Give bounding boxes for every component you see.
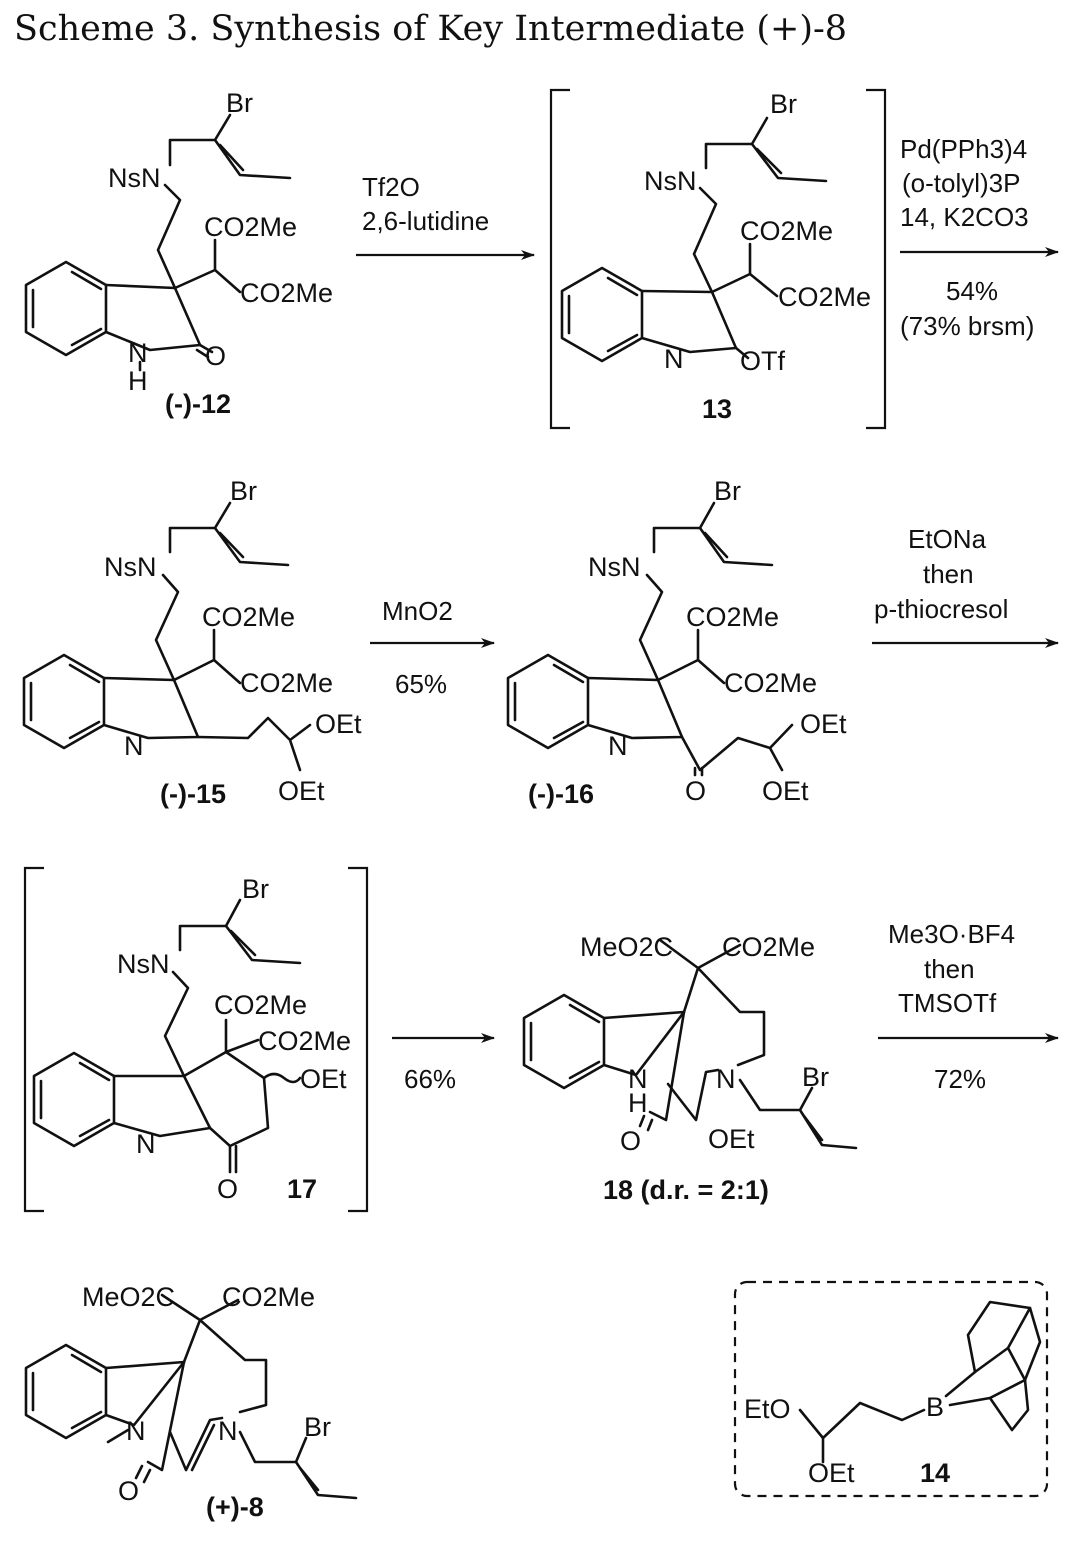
group-co2me: CO2Me bbox=[202, 602, 295, 632]
group-eto: EtO bbox=[744, 1394, 791, 1424]
atom-h: H bbox=[628, 1088, 648, 1118]
step6-reagent: Me3O·BF4 bbox=[888, 919, 1015, 949]
step4-reagent: EtONa bbox=[908, 524, 987, 554]
atom-n: N bbox=[664, 344, 684, 374]
bracket-left bbox=[549, 88, 570, 430]
compound-12-structure bbox=[24, 113, 292, 372]
atom-o: O bbox=[217, 1174, 238, 1204]
atom-nsn: NsN bbox=[108, 163, 161, 193]
group-oet: OEt bbox=[708, 1124, 755, 1154]
compound-14-structure bbox=[798, 1300, 1042, 1464]
atom-n: N bbox=[218, 1416, 238, 1446]
group-otf: OTf bbox=[740, 346, 785, 376]
step6-reagent: TMSOTf bbox=[898, 988, 997, 1018]
step1-reagent: Tf2O bbox=[362, 172, 420, 202]
atom-nsn: NsN bbox=[104, 552, 157, 582]
compound-label-14: 14 bbox=[920, 1458, 950, 1488]
atom-n: N bbox=[716, 1064, 736, 1094]
atom-n: N bbox=[608, 731, 628, 761]
group-co2me: CO2Me bbox=[222, 1282, 315, 1312]
step5-yield: 66% bbox=[404, 1064, 456, 1094]
group-co2me: CO2Me bbox=[724, 668, 817, 698]
scheme-title: Scheme 3. Synthesis of Key Intermediate … bbox=[14, 9, 847, 49]
group-co2me: CO2Me bbox=[240, 278, 333, 308]
step3-yield: 65% bbox=[395, 669, 447, 699]
atom-br: Br bbox=[714, 476, 741, 506]
step2-reagent: (o-tolyl)3P bbox=[902, 168, 1020, 198]
step2-reagent: Pd(PPh3)4 bbox=[900, 134, 1027, 164]
compound-16-structure bbox=[506, 501, 794, 777]
step6-reagent: then bbox=[924, 954, 975, 984]
atom-br: Br bbox=[770, 89, 797, 119]
compound-17-structure bbox=[32, 898, 302, 1174]
atom-br: Br bbox=[230, 476, 257, 506]
group-oet: OEt bbox=[278, 776, 325, 806]
group-oet: OEt bbox=[300, 1064, 347, 1094]
atom-br: Br bbox=[304, 1412, 331, 1442]
reagent-14-box bbox=[733, 1280, 1049, 1498]
atom-n: N bbox=[128, 338, 148, 368]
step6-yield: 72% bbox=[934, 1064, 986, 1094]
compound-label-12: (-)-12 bbox=[165, 389, 231, 419]
compound-label-16: (-)-16 bbox=[528, 779, 594, 809]
atom-b: B bbox=[926, 1392, 944, 1422]
atom-n: N bbox=[124, 731, 144, 761]
step2-yield: 54% bbox=[946, 276, 998, 306]
compound-label-17: 17 bbox=[287, 1174, 317, 1204]
atom-h: H bbox=[128, 366, 148, 396]
step2-reagent: 14, K2CO3 bbox=[900, 202, 1029, 232]
compound-8-structure bbox=[24, 1293, 358, 1500]
atom-n: N bbox=[628, 1064, 648, 1094]
group-oet: OEt bbox=[762, 776, 809, 806]
atom-o: O bbox=[685, 776, 706, 806]
group-co2me: CO2Me bbox=[204, 212, 297, 242]
step4-reagent: then bbox=[923, 559, 974, 589]
group-co2me: CO2Me bbox=[240, 668, 333, 698]
step2-yield: (73% brsm) bbox=[900, 311, 1034, 341]
atom-o: O bbox=[620, 1126, 641, 1156]
compound-label-8: (+)-8 bbox=[206, 1492, 264, 1522]
compound-15-structure bbox=[22, 501, 312, 772]
compound-label-13: 13 bbox=[702, 394, 732, 424]
atom-nsn: NsN bbox=[588, 552, 641, 582]
step1-reagent: 2,6-lutidine bbox=[362, 206, 489, 236]
group-co2me: CO2Me bbox=[214, 990, 307, 1020]
bracket-left bbox=[23, 866, 44, 1213]
atom-br: Br bbox=[242, 874, 269, 904]
group-meo2c: MeO2C bbox=[580, 932, 673, 962]
atom-n: N bbox=[126, 1416, 146, 1446]
atom-nsn: NsN bbox=[117, 949, 170, 979]
atom-br: Br bbox=[226, 88, 253, 118]
compound-13-structure bbox=[560, 116, 828, 363]
compound-label-15: (-)-15 bbox=[160, 779, 226, 809]
group-oet: OEt bbox=[315, 709, 362, 739]
compound-18-structure bbox=[522, 938, 858, 1150]
atom-o: O bbox=[118, 1476, 139, 1506]
group-meo2c: MeO2C bbox=[82, 1282, 175, 1312]
group-oet: OEt bbox=[800, 709, 847, 739]
atom-br: Br bbox=[802, 1062, 829, 1092]
group-co2me: CO2Me bbox=[686, 602, 779, 632]
group-co2me: CO2Me bbox=[258, 1026, 351, 1056]
bracket-right bbox=[348, 866, 369, 1213]
group-co2me: CO2Me bbox=[740, 216, 833, 246]
step4-reagent: p-thiocresol bbox=[874, 594, 1008, 624]
group-oet: OEt bbox=[808, 1458, 855, 1488]
atom-nsn: NsN bbox=[644, 166, 697, 196]
group-co2me: CO2Me bbox=[722, 932, 815, 962]
group-co2me: CO2Me bbox=[778, 282, 871, 312]
atom-o: O bbox=[205, 341, 226, 371]
bracket-right bbox=[866, 88, 887, 430]
atom-n: N bbox=[136, 1129, 156, 1159]
compound-label-18: 18 (d.r. = 2:1) bbox=[603, 1175, 769, 1205]
step3-reagent: MnO2 bbox=[382, 596, 453, 626]
